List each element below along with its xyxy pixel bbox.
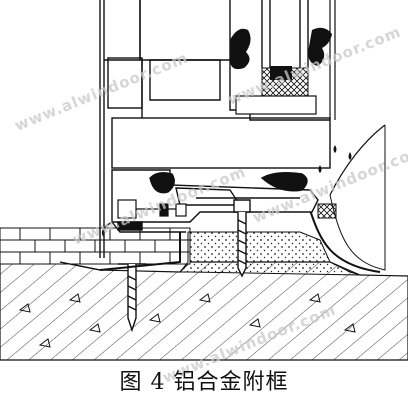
connection-bolt: [117, 199, 187, 219]
glazing-assembly: [230, 0, 336, 120]
brick-layer: [0, 227, 191, 265]
plaster-curve: [309, 209, 381, 273]
fixing-plate: [99, 232, 181, 271]
mortar-fill: [178, 231, 361, 276]
plaster-slope: [329, 125, 386, 271]
fixing-nail: [118, 263, 146, 333]
water-drops: [318, 145, 352, 173]
plaster-curve-outer: [329, 124, 386, 196]
anchor-screw: [233, 199, 251, 278]
figure-caption: 图 4 铝合金附框: [119, 370, 289, 395]
glass-panes: [261, 0, 309, 68]
wall-substrate: [0, 261, 408, 361]
ground-line: [59, 261, 101, 271]
window-frame: [99, 0, 331, 258]
sealant-strip: [317, 203, 337, 219]
